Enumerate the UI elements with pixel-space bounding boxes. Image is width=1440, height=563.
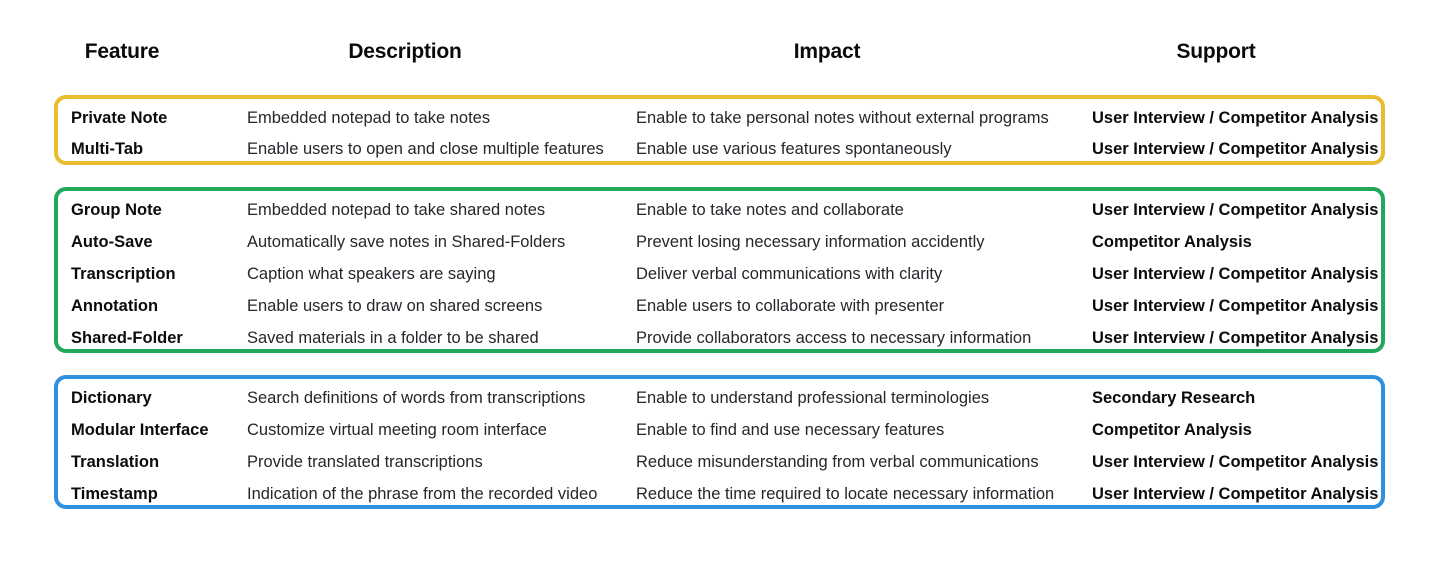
group-rows: Private Note Embedded notepad to take not… (58, 99, 1381, 164)
cell-support: User Interview / Competitor Analysis (1092, 297, 1379, 315)
cell-impact: Enable to find and use necessary feature… (636, 421, 945, 439)
group-rows: Group Note Embedded notepad to take share… (58, 191, 1381, 354)
cell-description: Caption what speakers are saying (247, 265, 496, 283)
cell-feature: Transcription (71, 265, 176, 283)
cell-feature: Multi-Tab (71, 140, 144, 158)
cell-support: Competitor Analysis (1092, 233, 1252, 251)
column-header-impact: Impact (793, 40, 861, 63)
table-row: Transcription Caption what speakers are s… (58, 258, 1381, 290)
cell-description: Indication of the phrase from the record… (247, 485, 598, 503)
cell-description: Provide translated transcriptions (247, 453, 483, 471)
cell-impact: Enable to take notes and collaborate (636, 201, 904, 219)
feature-group-green: Group Note Embedded notepad to take share… (54, 187, 1385, 353)
cell-support: User Interview / Competitor Analysis (1092, 201, 1379, 219)
cell-support: User Interview / Competitor Analysis (1092, 329, 1379, 347)
table-row: Auto-Save Automatically save notes in Sha… (58, 226, 1381, 258)
cell-description: Customize virtual meeting room interface (247, 421, 547, 439)
cell-support: User Interview / Competitor Analysis (1092, 485, 1379, 503)
cell-support: User Interview / Competitor Analysis (1092, 453, 1379, 471)
cell-support: User Interview / Competitor Analysis (1092, 109, 1379, 127)
cell-impact: Enable use various features spontaneousl… (636, 140, 952, 158)
cell-impact: Enable to understand professional termin… (636, 389, 990, 407)
cell-impact: Prevent losing necessary information acc… (636, 233, 985, 251)
table-header-row: Feature Description Impact Support (0, 40, 1440, 80)
cell-feature: Shared-Folder (71, 329, 183, 347)
cell-support: Secondary Research (1092, 389, 1256, 407)
table-row: Dictionary Search definitions of words fr… (58, 382, 1381, 414)
cell-description: Automatically save notes in Shared-Folde… (247, 233, 566, 251)
table-row: Modular Interface Customize virtual meeti… (58, 414, 1381, 446)
cell-impact: Reduce misunderstanding from verbal comm… (636, 453, 1039, 471)
cell-description: Enable users to open and close multiple … (247, 140, 604, 158)
feature-group-yellow: Private Note Embedded notepad to take not… (54, 95, 1385, 165)
cell-impact: Deliver verbal communications with clari… (636, 265, 943, 283)
cell-description: Embedded notepad to take shared notes (247, 201, 546, 219)
cell-support: User Interview / Competitor Analysis (1092, 140, 1379, 158)
cell-feature: Auto-Save (71, 233, 153, 251)
cell-feature: Annotation (71, 297, 159, 315)
table-row: Translation Provide translated transcript… (58, 446, 1381, 478)
cell-description: Enable users to draw on shared screens (247, 297, 543, 315)
cell-feature: Modular Interface (71, 421, 209, 439)
cell-feature: Timestamp (71, 485, 158, 503)
column-header-description: Description (348, 40, 462, 63)
cell-description: Saved materials in a folder to be shared (247, 329, 539, 347)
table-row: Multi-Tab Enable users to open and close … (58, 133, 1381, 164)
cell-feature: Dictionary (71, 389, 152, 407)
cell-support: Competitor Analysis (1092, 421, 1252, 439)
table-row: Annotation Enable users to draw on shared… (58, 290, 1381, 322)
cell-description: Embedded notepad to take notes (247, 109, 491, 127)
feature-group-blue: Dictionary Search definitions of words fr… (54, 375, 1385, 509)
cell-feature: Private Note (71, 109, 168, 127)
cell-impact: Reduce the time required to locate neces… (636, 485, 1055, 503)
cell-description: Search definitions of words from transcr… (247, 389, 586, 407)
cell-support: User Interview / Competitor Analysis (1092, 265, 1379, 283)
cell-impact: Enable users to collaborate with present… (636, 297, 945, 315)
cell-impact: Enable to take personal notes without ex… (636, 109, 1049, 127)
table-row: Shared-Folder Saved materials in a folder… (58, 322, 1381, 354)
table-row: Timestamp Indication of the phrase from t… (58, 478, 1381, 510)
column-header-feature: Feature (84, 40, 160, 63)
table-row: Group Note Embedded notepad to take share… (58, 194, 1381, 226)
cell-feature: Translation (71, 453, 160, 471)
column-header-support: Support (1176, 40, 1256, 63)
cell-impact: Provide collaborators access to necessar… (636, 329, 1032, 347)
table-row: Private Note Embedded notepad to take not… (58, 102, 1381, 133)
group-rows: Dictionary Search definitions of words fr… (58, 379, 1381, 510)
cell-feature: Group Note (71, 201, 162, 219)
